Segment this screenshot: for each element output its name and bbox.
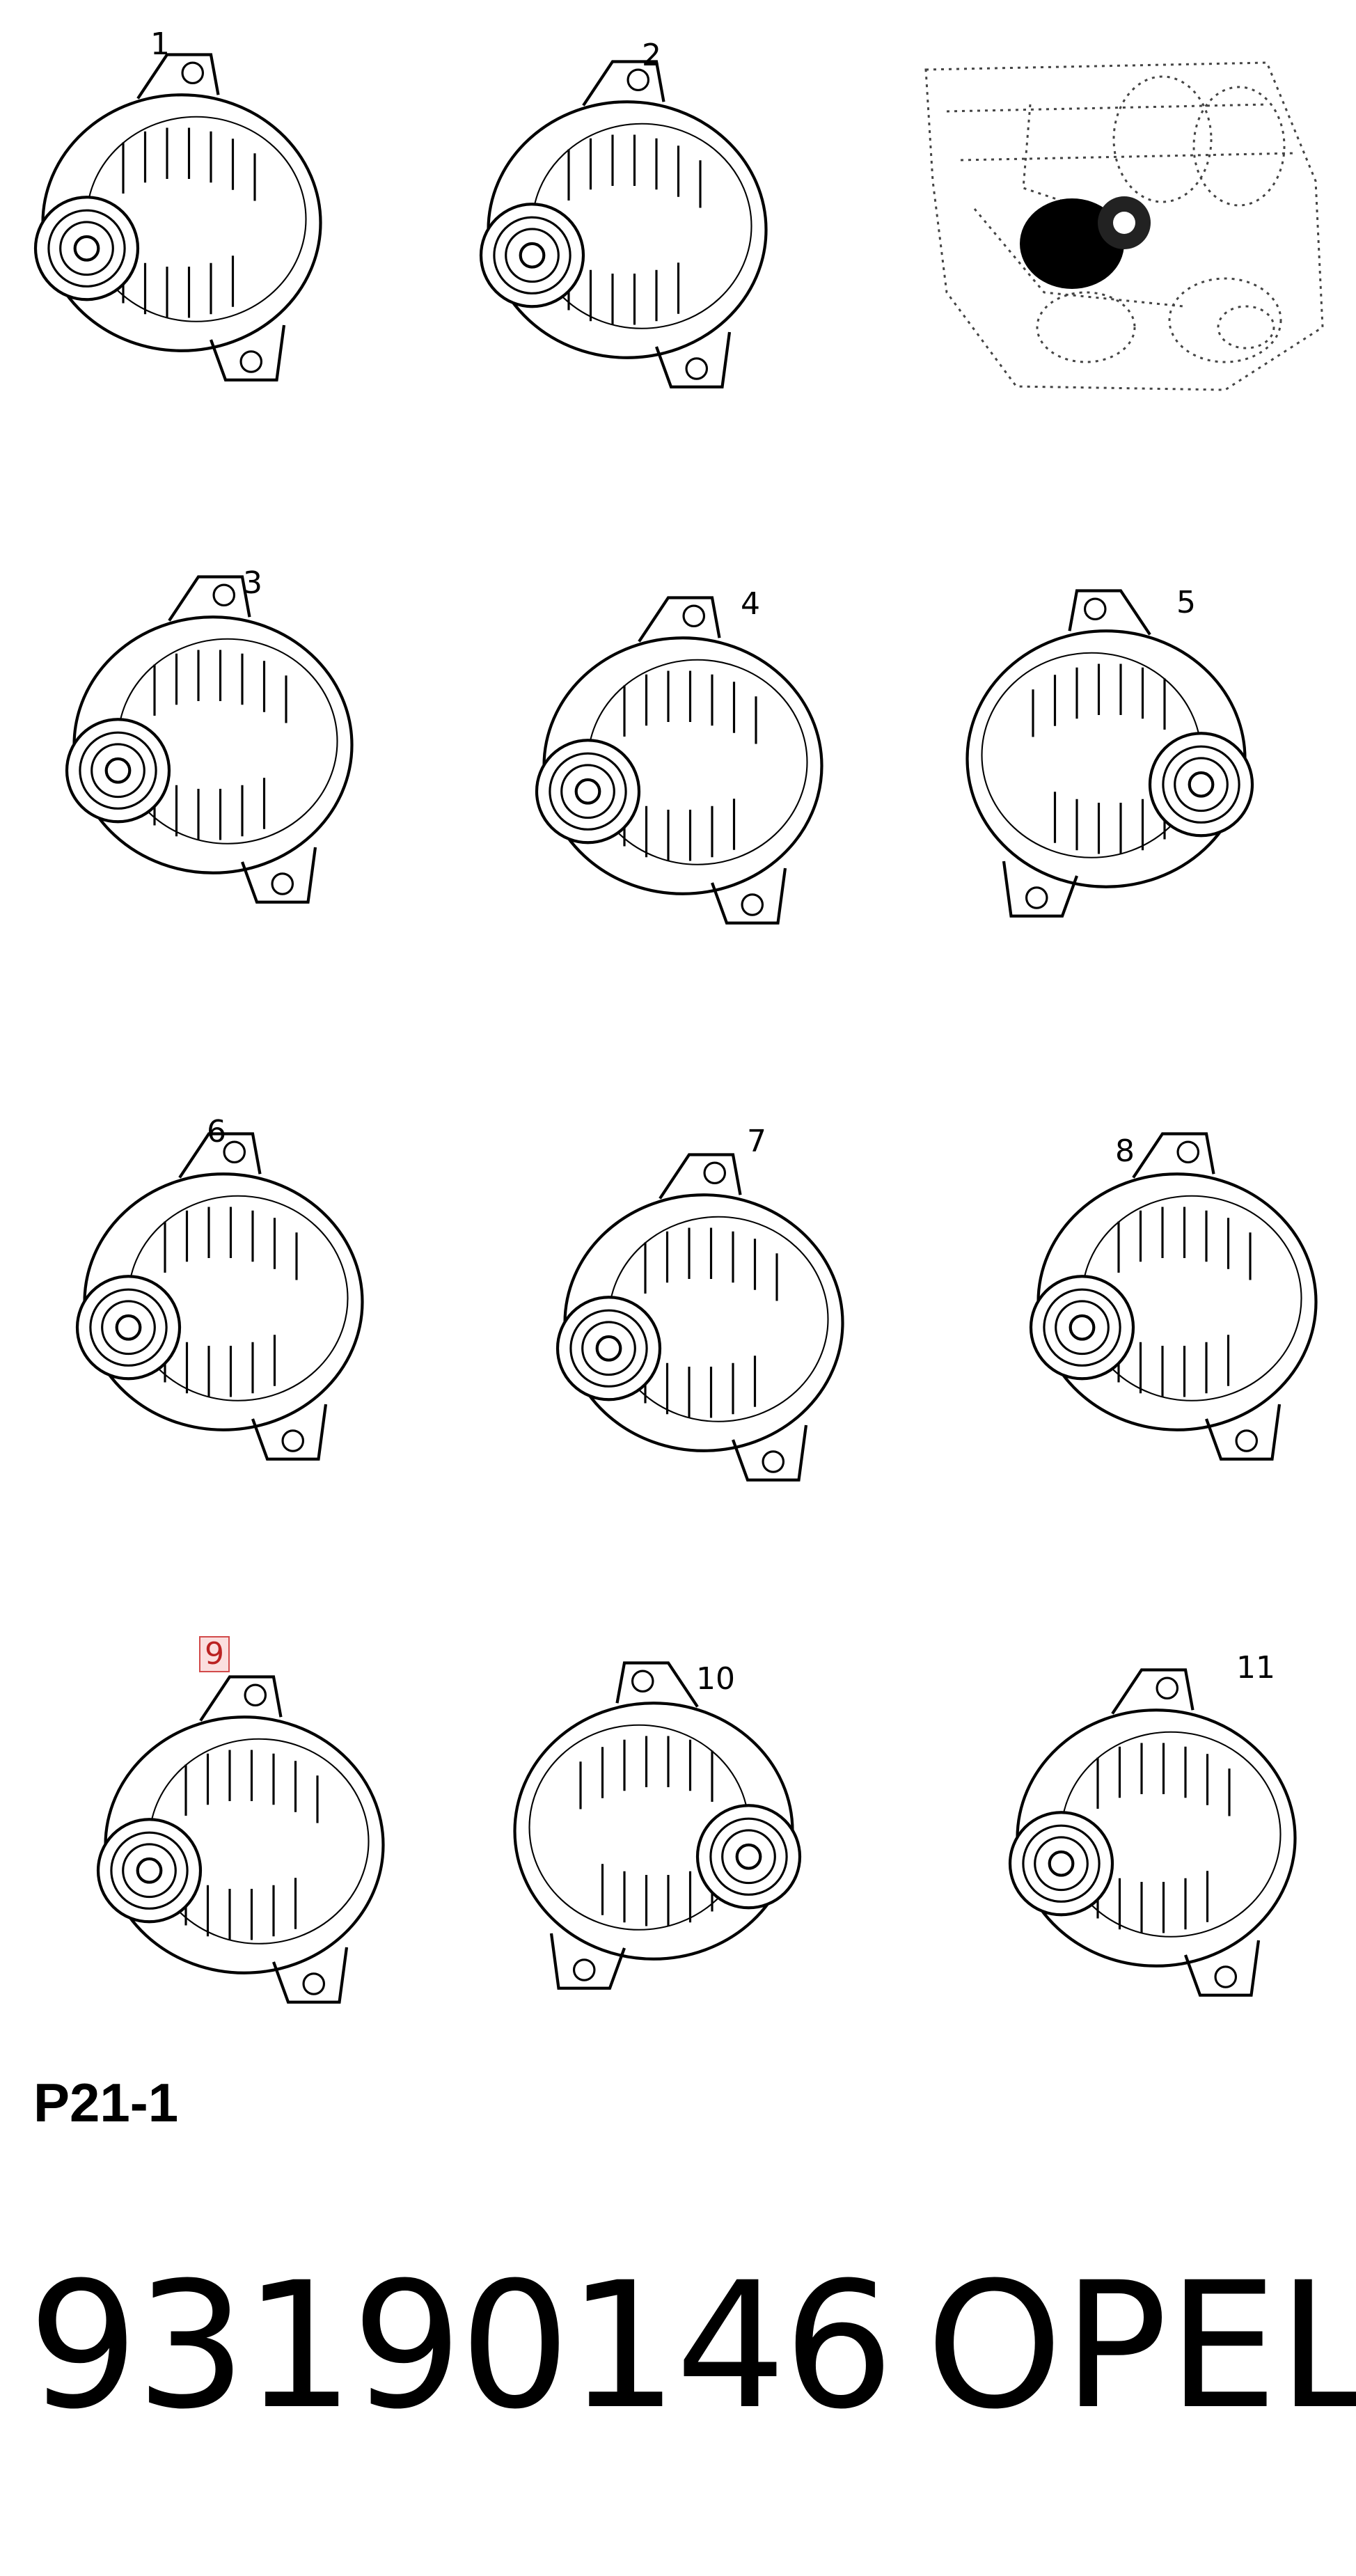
- alternator-5-drawing: [968, 591, 1253, 916]
- alternator-7-drawing: [558, 1155, 843, 1480]
- alternator-3-drawing: [67, 577, 352, 902]
- item-label-4[interactable]: 4: [741, 586, 760, 622]
- alternator-10-drawing: [515, 1663, 801, 1988]
- alternator-location-highlight: [1020, 196, 1151, 289]
- alternator-1-drawing: [36, 55, 321, 380]
- item-label-2[interactable]: 2: [642, 38, 661, 73]
- item-label-1[interactable]: 1: [150, 26, 170, 62]
- item-label-5[interactable]: 5: [1176, 585, 1196, 620]
- part-number: 93190146: [28, 2245, 894, 2447]
- item-label-8[interactable]: 8: [1115, 1133, 1135, 1169]
- engine-locator-drawing: [924, 61, 1324, 391]
- alternator-11-drawing: [1010, 1670, 1295, 1995]
- alternator-6-drawing: [77, 1134, 363, 1459]
- alternator-8-drawing: [1031, 1134, 1316, 1459]
- item-label-10[interactable]: 10: [696, 1661, 735, 1697]
- brand-name: OPEL: [926, 2245, 1356, 2447]
- alternator-9-drawing: [98, 1677, 384, 2002]
- item-label-11[interactable]: 11: [1236, 1650, 1275, 1686]
- item-label-3[interactable]: 3: [243, 565, 262, 601]
- item-label-9-highlighted[interactable]: 9: [199, 1636, 230, 1672]
- item-label-7[interactable]: 7: [747, 1124, 766, 1159]
- alternator-4-drawing: [537, 598, 822, 923]
- page-code: P21-1: [33, 2072, 179, 2133]
- item-label-6[interactable]: 6: [207, 1114, 226, 1149]
- alternator-2-drawing: [481, 62, 766, 387]
